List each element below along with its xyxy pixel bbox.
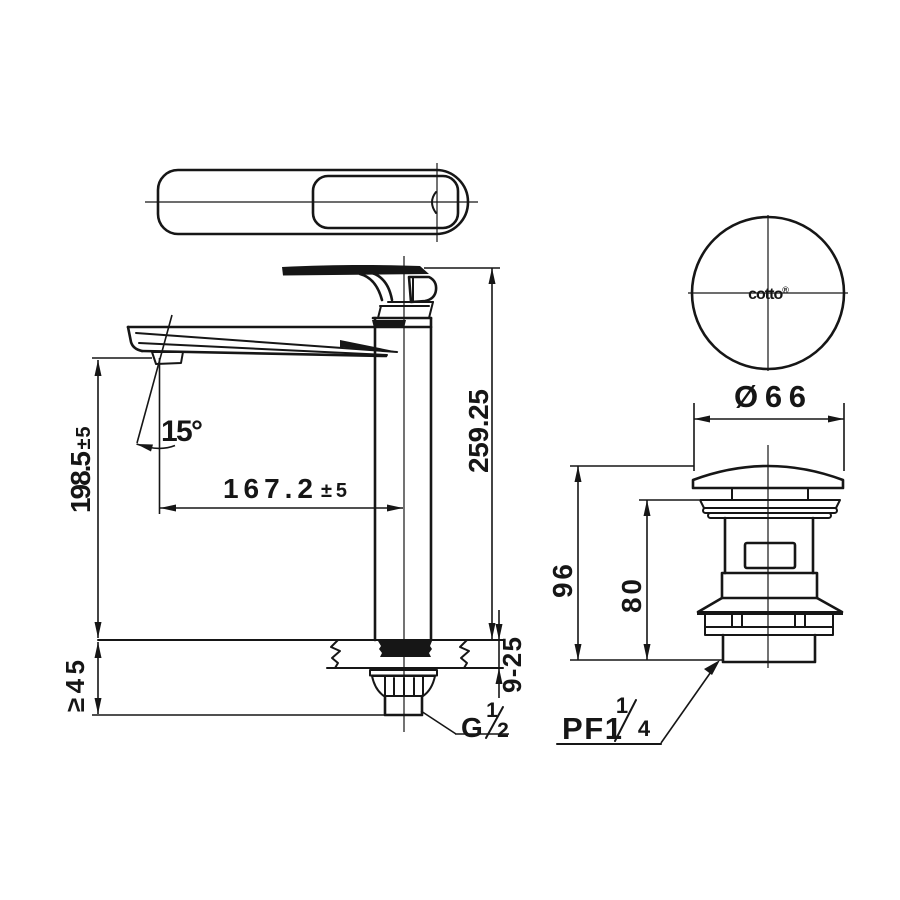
diameter-arrow-right (828, 415, 844, 423)
angle-label: 15° (161, 415, 203, 448)
outlet-height-tolerance: ±5 (73, 427, 95, 450)
diameter-extension-lines (693, 403, 845, 471)
g-thread-fraction-slash (485, 706, 504, 739)
overall-height-arrow-top (488, 268, 496, 284)
drain-band-ticks (731, 614, 806, 628)
faucet-plan-outline (156, 168, 470, 236)
drain-height-arrow-top (574, 466, 582, 482)
pf-thread-denominator: 4 (638, 716, 651, 741)
diameter-label: Ø66 (734, 379, 806, 414)
clearance-label: ≥45 (60, 660, 90, 712)
outlet-height-label: 198.5 (65, 451, 96, 513)
drain-flange-1 (699, 499, 841, 509)
drain-top-view: cotto® (688, 215, 848, 371)
drain-band (704, 614, 834, 636)
drain-flange-3 (707, 512, 832, 519)
deck-arrow-top (495, 624, 503, 640)
drain-threaded-shank (721, 633, 817, 664)
drain-dome-cap (691, 464, 845, 490)
brand-logo: cotto® (748, 285, 789, 303)
drain-collar (720, 571, 819, 600)
spout-underside-shadow (340, 340, 399, 352)
neck-right-edge (428, 301, 434, 319)
drain-flare (696, 596, 844, 614)
overall-height-label: 259.25 (463, 389, 494, 473)
nut-facets (384, 676, 424, 697)
drain-cap-stem (731, 487, 809, 501)
g-thread-numerator: 1 (486, 699, 498, 722)
aerator-outlet (151, 351, 184, 365)
spout-tip-edge (126, 325, 144, 353)
diameter-arrow-left (694, 415, 710, 423)
clearance-arrow-bottom (94, 698, 102, 714)
pf-thread-leader (660, 668, 714, 744)
clearance-arrow-top (94, 642, 102, 658)
tailpiece-gasket (378, 641, 432, 657)
spout-inner-line-2 (138, 342, 388, 356)
pf-thread-arrow (704, 660, 720, 675)
drain-overflow-hole (743, 541, 797, 570)
handle-front-curve-inner (370, 271, 394, 302)
threaded-shank (383, 694, 424, 717)
faucet-top-view (145, 163, 478, 242)
handle-front-curve-outer (358, 272, 384, 302)
handle-lever (282, 264, 429, 276)
overall-height-arrow-bottom (488, 623, 496, 639)
counter-break-right (459, 639, 470, 669)
pf-thread-label: PF1 (562, 711, 622, 746)
drain-height-label: 96 (547, 564, 578, 598)
deck-arrow-bottom (495, 668, 503, 684)
drain-body-arrow-top (643, 500, 651, 516)
drain-body-label: 80 (616, 579, 647, 613)
faucet-side-view (97, 256, 504, 732)
drain-side-view (691, 445, 845, 668)
neck-left-edge (377, 305, 382, 319)
reach-arrow-left (160, 504, 176, 512)
spout-inner-line-1 (135, 332, 398, 353)
reach-tolerance: ±5 (321, 480, 347, 502)
handle-pivot-detail (431, 191, 437, 214)
reach-arrow-right (387, 504, 403, 512)
drain-body-arrow-bottom (643, 644, 651, 660)
drain-dimensions: Ø66 96 80 PF1 1 4 (547, 379, 845, 746)
drain-body-cylinder (723, 516, 815, 575)
counter-break-left (330, 639, 341, 669)
pf-thread-fraction-slash (614, 699, 637, 742)
angle-reference-diagonal (136, 314, 173, 444)
outlet-height-arrow-top (94, 360, 102, 376)
g-thread-leader (420, 710, 509, 735)
deck-thickness-label: 9-25 (497, 637, 527, 693)
pf-thread-numerator: 1 (616, 693, 628, 718)
outlet-height-arrow-bottom (94, 622, 102, 638)
angle-arc-arrow (136, 444, 153, 452)
reach-label: 167.2 (223, 473, 313, 504)
handle-back-cap (407, 275, 438, 304)
drain-height-arrow-bottom (574, 644, 582, 660)
faucet-dimensions: 15° 167.2 ±5 198.5 ±5 259.25 ≥45 (60, 267, 527, 743)
g-thread-denominator: 2 (497, 719, 509, 742)
g-thread-label: G (461, 712, 483, 743)
